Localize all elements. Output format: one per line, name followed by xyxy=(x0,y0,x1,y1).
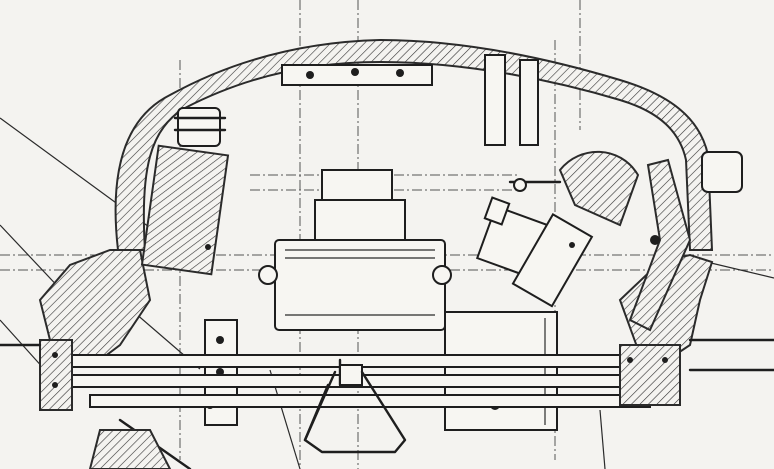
left-bracket xyxy=(184,319,238,426)
right-mounting-plate xyxy=(444,311,558,431)
right-sight xyxy=(475,150,743,332)
right-ring-support xyxy=(619,338,774,406)
left-ring-support xyxy=(39,339,73,411)
pull-handle xyxy=(303,370,407,454)
central-housing xyxy=(281,54,539,241)
drum-assembly xyxy=(258,239,452,331)
top-bolt-row xyxy=(306,68,404,79)
base-plate xyxy=(0,343,192,469)
left-periscope xyxy=(140,107,230,276)
lower-rail xyxy=(69,354,661,408)
